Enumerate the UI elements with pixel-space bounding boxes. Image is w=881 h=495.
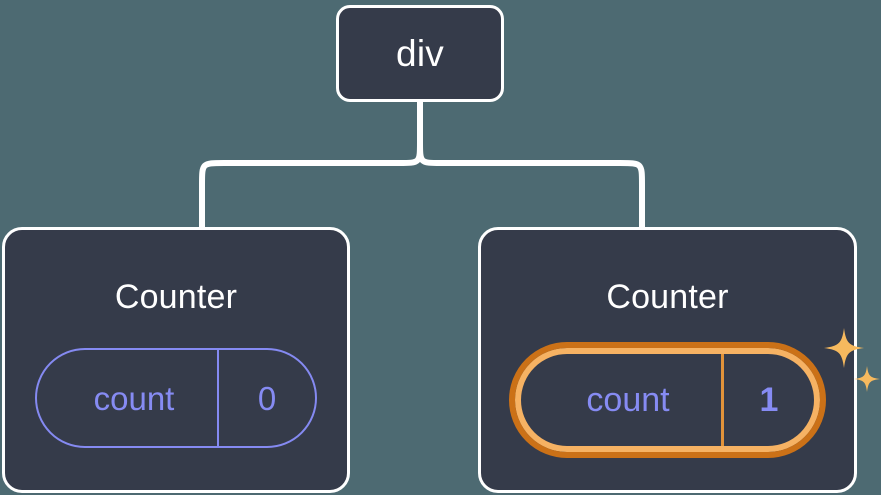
state-pill-wrapper-right: count 1 xyxy=(509,328,880,458)
node-div-label: div xyxy=(396,33,444,74)
node-counter-left-label: Counter xyxy=(114,278,238,316)
node-counter-left[interactable]: Counter count 0 xyxy=(2,227,350,493)
sparkle-small-icon xyxy=(854,366,880,392)
sparkle-icon xyxy=(824,328,880,392)
state-value-right: 1 xyxy=(721,354,814,446)
node-div[interactable]: div xyxy=(336,5,504,102)
node-counter-right[interactable]: Counter count 1 xyxy=(478,227,880,493)
node-counter-right-label: Counter xyxy=(606,278,729,316)
connector-branch-left xyxy=(199,139,423,231)
state-pill-left[interactable]: count 0 xyxy=(35,348,317,448)
sparkle-large-icon xyxy=(824,328,864,368)
state-pill-right-highlighted[interactable]: count 1 xyxy=(509,342,826,458)
state-key-right: count xyxy=(586,381,670,419)
state-pill-wrapper-left: count 0 xyxy=(35,348,317,448)
connector-branch-right xyxy=(417,139,645,231)
state-key-left: count xyxy=(93,379,175,417)
state-value-left: 0 xyxy=(217,350,315,446)
